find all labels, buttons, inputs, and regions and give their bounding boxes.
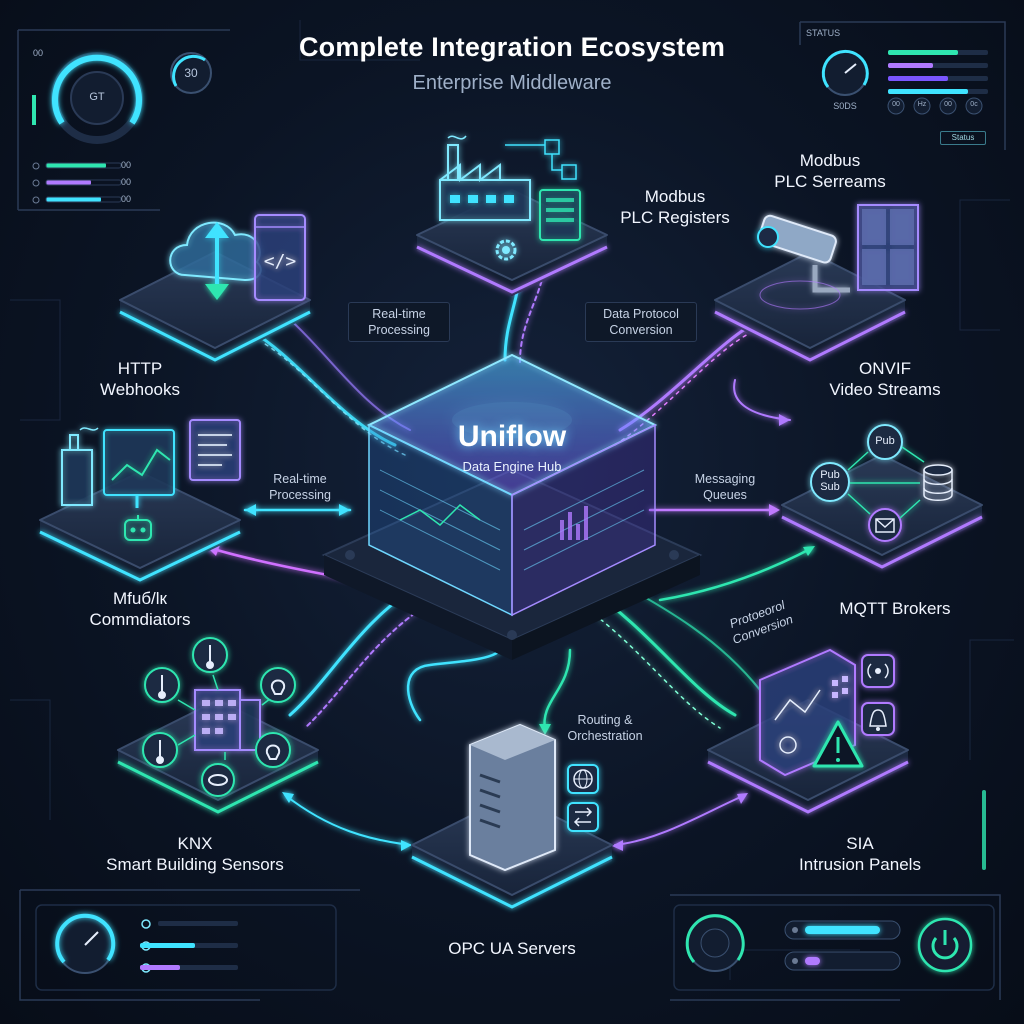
- lightbulb-icon: [260, 667, 296, 703]
- page-subtitle: Enterprise Middleware: [412, 72, 612, 94]
- cloud-sync-icon: [169, 221, 262, 300]
- page-title: Complete Integration Ecosystem: [298, 32, 726, 62]
- uniflow-hub: [321, 353, 703, 660]
- factory-icon: [439, 135, 531, 221]
- pub-sub-node: [810, 462, 850, 502]
- lightbulb-icon: [255, 732, 291, 768]
- transfer-arrows-icon: [567, 802, 599, 832]
- plc-rack-icon: [505, 139, 581, 241]
- label-opc-ua-servers: OPC UA Servers: [448, 939, 576, 958]
- hud-badge-3: 00: [944, 101, 952, 108]
- globe-icon: [567, 764, 599, 794]
- building-icon: [194, 689, 261, 751]
- side-decor: [982, 790, 986, 870]
- flow-label-routing: Routing &Orchestration: [567, 713, 643, 743]
- knx-cluster: [142, 637, 296, 797]
- mqtt-pub-label: Pub: [875, 435, 895, 447]
- hub-title: Uniflow: [457, 420, 567, 453]
- hud-badge-2: Hz: [917, 101, 927, 108]
- hud-panel-top-left: [17, 29, 230, 211]
- pub-node: [867, 424, 903, 460]
- warning-icon: [812, 720, 864, 768]
- svg-text:</>: </>: [264, 251, 297, 272]
- label-mqtt-brokers: MQTT Brokers: [839, 599, 951, 618]
- hud-corner-value: 00: [32, 48, 43, 58]
- broadcast-icon: [861, 654, 895, 688]
- hud-badge-1: 00: [892, 101, 900, 108]
- database-icon: [923, 464, 953, 501]
- arrow-heads: [208, 414, 815, 851]
- server-tower-icon: [469, 723, 556, 872]
- hud-row-value-1: 00: [120, 160, 131, 170]
- code-window-icon: </>: [254, 214, 306, 301]
- bell-icon: [861, 702, 895, 736]
- hud-badge-4: 0c: [970, 101, 978, 108]
- robot-icon: [124, 515, 152, 541]
- mqtt-diagram: [810, 424, 953, 542]
- monitor-chart-icon: [61, 419, 241, 508]
- hud-row-value-2: 00: [120, 177, 131, 187]
- hud-panel-bottom-right: [670, 894, 1001, 1001]
- video-grid-icon: [857, 204, 919, 291]
- mail-icon: [868, 508, 902, 542]
- hud-panel-bottom-left: [19, 889, 360, 1001]
- hud-status-value: S0DS: [833, 101, 857, 111]
- hud-status-heading: STATUS: [806, 28, 841, 38]
- hud-panel-top-right: [799, 21, 1006, 150]
- hud-gauge-label: GT: [89, 91, 105, 103]
- gear-icon: [495, 239, 517, 261]
- power-icon: [917, 917, 973, 973]
- security-camera-icon: [757, 214, 850, 310]
- status-button[interactable]: Status: [940, 131, 986, 145]
- hub-subtitle: Data Engine Hub: [462, 459, 562, 474]
- hud-row-value-3: 00: [120, 194, 131, 204]
- hud-gauge-value: 30: [184, 66, 198, 80]
- eye-icon: [201, 763, 235, 797]
